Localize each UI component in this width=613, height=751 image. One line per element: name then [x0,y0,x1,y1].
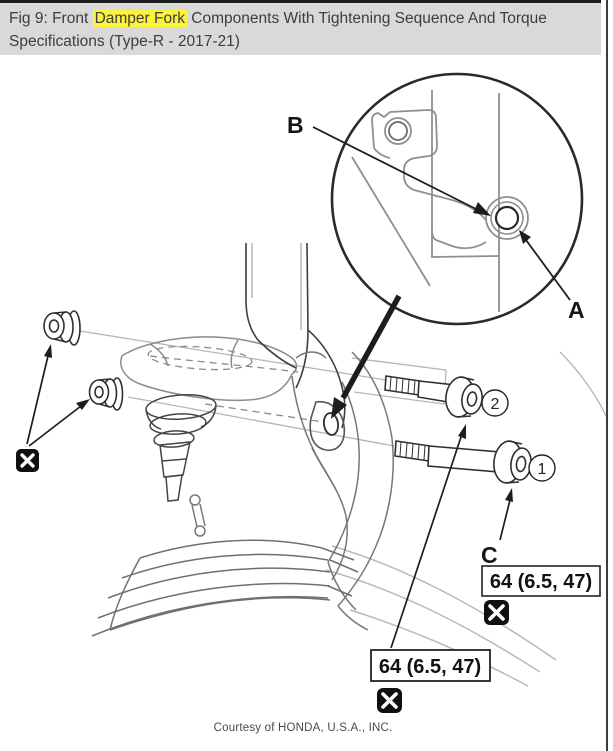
courtesy-credit: Courtesy of HONDA, U.S.A., INC. [213,722,393,734]
inset-ghost-lines [351,90,500,312]
torque-box-lower: 64 (6.5, 47) [370,649,491,713]
knuckle-body-drawing [189,351,394,631]
torque-value-upper: 64 (6.5, 47) [490,571,592,593]
knuckle-arm-drawing [120,336,298,402]
callout-b-arrow [312,126,491,216]
damper-fork-diagram: 2 1 [16,72,609,713]
callout-label-a: A [568,297,585,323]
pinch-bolt-1 [394,440,532,484]
page-right-border [606,0,608,751]
figure-title-highlighted-term: Damper Fork [92,10,187,27]
pinch-bolt-2 [384,375,483,418]
torque-arrow-lower [390,424,466,649]
flange-nut-upper [43,310,81,346]
sequence-marker-2: 2 [481,389,509,417]
fork-pinch-bolt-hole [323,412,339,436]
ball-joint-drawing [145,394,217,502]
sequence-marker-1: 1 [528,454,556,482]
fender-lines [325,545,557,687]
inset-boss [485,196,529,240]
callout-label-c: C [481,542,498,568]
torque-box-upper: 64 (6.5, 47) [481,565,601,625]
sequence-number-1: 1 [538,461,547,478]
fastener-axis-lines [79,330,609,447]
figure-title-suffix: Components With Tightening Sequence And … [9,10,547,50]
cv-boot-drawing [91,539,359,637]
figure-title: Fig 9: Front Damper Fork Components With… [0,0,601,55]
replace-marker-nuts [16,344,90,472]
callout-a-arrow [519,230,571,301]
sequence-number-2: 2 [491,396,500,413]
callout-c-arrow [499,488,513,541]
bleeder-detail [189,494,201,506]
callout-label-b: B [287,112,304,138]
flange-nut-lower [88,377,124,411]
inset-bracket-drawing [371,109,487,250]
torque-value-lower: 64 (6.5, 47) [379,656,481,678]
magnifier-pointer-arrow [331,294,402,419]
figure-title-prefix: Fig 9: Front [9,10,93,27]
damper-fork-drawing [245,242,346,451]
hidden-center-dashed-lines [147,345,331,424]
